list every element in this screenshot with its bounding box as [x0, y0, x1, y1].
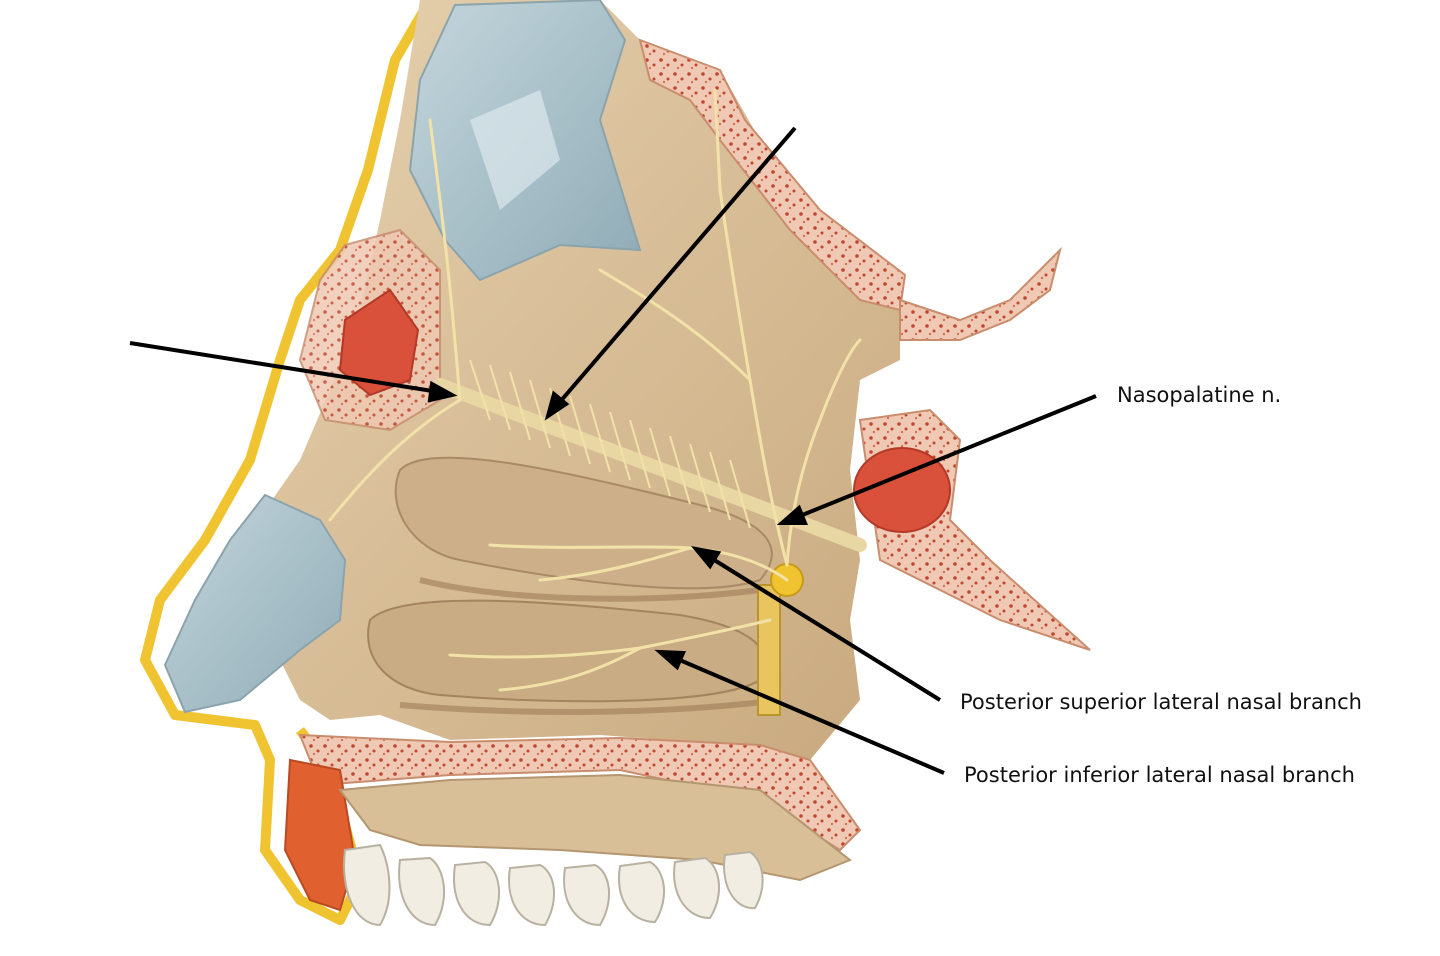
- leader-line-posterior-inferior: [667, 653, 945, 775]
- upper-bone-section: [638, 38, 907, 312]
- sphenoid-sinus: [853, 447, 951, 533]
- olfactory-nerve-fibers: [469, 359, 751, 529]
- frontal-highlight: [470, 90, 560, 210]
- label-nasopalatine: Nasopalatine n.: [1117, 383, 1282, 407]
- label-posterior-superior-lateral-nasal-branch: Posterior superior lateral nasal branch: [960, 690, 1362, 714]
- leader-line-unlabeled-top: [551, 126, 797, 412]
- label-posterior-inferior-lateral-nasal-branch: Posterior inferior lateral nasal branch: [964, 763, 1355, 787]
- leader-lines: [129, 126, 1097, 775]
- leader-line-unlabeled-left: [129, 341, 446, 395]
- nerve-branches: [328, 88, 862, 692]
- nasal-cartilage: [163, 493, 347, 714]
- leader-line-posterior-superior: [701, 551, 942, 702]
- hard-palate: [298, 733, 862, 852]
- oral-roof: [338, 773, 852, 882]
- sphenoid-process: [899, 246, 1062, 341]
- teeth: [343, 843, 764, 927]
- face-profile-outline: [140, 0, 435, 925]
- palatine-canal: [757, 584, 781, 716]
- upper-lip: [283, 758, 357, 912]
- middle-turbinate: [394, 456, 773, 590]
- leader-line-nasopalatine: [789, 394, 1097, 522]
